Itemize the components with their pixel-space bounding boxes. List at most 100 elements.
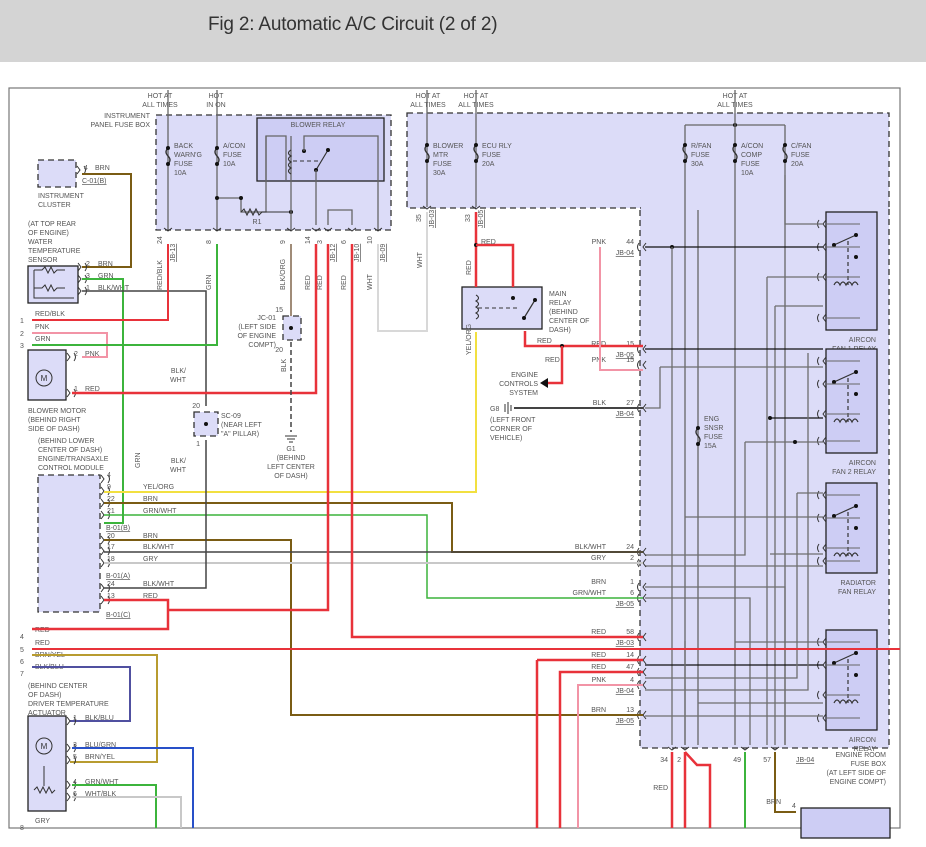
eng-snsr-fuse-dot <box>696 426 700 430</box>
actuator-pin <box>66 755 76 765</box>
water-temp-sensor-label: WATER <box>28 239 53 246</box>
hot-at-all-times-label: ALL TIMES <box>410 102 446 109</box>
wire-color-label: GRN/WHT <box>573 590 607 597</box>
wire-blkwht-sensor <box>82 290 207 406</box>
water-temp-sensor-box <box>27 265 79 304</box>
pin-number: 8 <box>206 240 213 244</box>
connector-id: JB-12 <box>330 244 337 262</box>
junction-dot <box>832 380 836 384</box>
wire-wht <box>377 212 428 332</box>
pin-number: 35 <box>416 214 423 222</box>
relay-pin <box>817 409 827 419</box>
actuator-motor-label: M <box>41 742 48 751</box>
hot-at-all-times-label: HOT AT <box>148 93 173 100</box>
pin-number: 24 <box>157 236 164 244</box>
line-598 <box>645 597 751 745</box>
pin-number: 4 <box>73 779 77 786</box>
ecm-label: (BEHIND LOWER <box>38 438 94 445</box>
relay-pin <box>817 556 827 566</box>
blower-motor-box <box>27 349 67 401</box>
jc01-label: OF ENGINE <box>237 333 276 340</box>
pin-number: 33 <box>465 214 472 222</box>
connector-id: JB-05 <box>616 601 634 608</box>
hot-at-all-times-label: ALL TIMES <box>142 102 178 109</box>
aircon_fan1-label: AIRCON <box>849 337 876 344</box>
cfan-to-relay <box>784 175 823 225</box>
pin-number: 3 <box>86 273 90 280</box>
blower-relay-label: BLOWER RELAY <box>291 122 346 129</box>
engine-room-fuse-box-label: ENGINE ROOM <box>835 752 886 759</box>
relay-pin <box>817 313 827 323</box>
connector-pin <box>471 205 481 210</box>
jc01-label: COMPT) <box>248 342 276 349</box>
pin-number: 1 <box>196 441 200 448</box>
ecu-rly-fuse-dot <box>474 143 478 147</box>
wire-color-label: BRN <box>766 799 781 806</box>
eng-snsr-fuse-label: ENG <box>704 416 719 423</box>
aircon_fan1-coil <box>833 281 859 287</box>
relay-pin <box>817 436 827 446</box>
wire-color-label: RED <box>35 640 50 647</box>
junction-dot <box>832 514 836 518</box>
main-relay-switch <box>523 299 536 319</box>
resistor-r1 <box>240 207 292 217</box>
aircon_relay-switch <box>833 652 857 664</box>
eng-snsr-fuse <box>695 427 701 445</box>
junction-dot <box>239 196 243 200</box>
pin-number: 3 <box>317 240 324 244</box>
engine-controls-label: CONTROLS <box>499 381 538 388</box>
wire-yelorg-9 <box>104 332 477 493</box>
acon-fuse <box>214 147 220 165</box>
wire-color-label: GRN <box>206 274 213 290</box>
junction-dot <box>533 298 537 302</box>
actuator-pin <box>66 716 76 726</box>
junction-dot <box>854 673 858 677</box>
engine-room-fuse-box-label: FUSE BOX <box>851 761 887 768</box>
g8-label: (LEFT FRONT <box>490 417 536 424</box>
wire-red-blower <box>72 244 318 395</box>
aircon-relay-relay-box <box>825 629 878 731</box>
figure-header: Fig 2: Automatic A/C Circuit (2 of 2) <box>0 0 926 62</box>
wire-color-label: BRN <box>95 165 110 172</box>
blower-mtr-fuse-label: FUSE <box>433 161 452 168</box>
connector-id: JB-05 <box>478 210 485 228</box>
cfan_fuse <box>782 144 788 162</box>
ecm-box <box>37 474 101 613</box>
ecu-rly-fuse-label: ECU RLY <box>482 143 512 150</box>
actuator-motor-icon <box>35 737 53 755</box>
wire-brn-cluster <box>82 173 132 268</box>
relay-pin <box>817 513 827 523</box>
pin-number: 34 <box>660 757 668 764</box>
wire-grn-3 <box>32 244 218 346</box>
engine-box-pin <box>637 242 647 252</box>
wire-color-label: BLK/WHT <box>575 544 607 551</box>
pin-number: 47 <box>626 664 634 671</box>
wire-color-label: WHT/BLK <box>85 791 116 798</box>
pin-number: 49 <box>733 757 741 764</box>
wire-color-label: BLK/ <box>171 368 186 375</box>
wire-color-label: BRN <box>143 533 158 540</box>
driver-temp-actuator-box <box>27 715 67 812</box>
wire-color-label: RED <box>305 275 312 290</box>
pin-number: 21 <box>107 508 115 515</box>
pin-number: 27 <box>626 400 634 407</box>
junction-dot <box>832 243 836 247</box>
connector-id: JB-04 <box>616 688 634 695</box>
driver-temp-actuator-label: (BEHIND CENTER <box>28 683 88 690</box>
wire-color-label: GRN <box>98 273 114 280</box>
aircon_fan2-coil <box>833 418 859 424</box>
pin-number: 13 <box>107 593 115 600</box>
connector-id: JB-13 <box>170 244 177 262</box>
junction-dot <box>854 651 858 655</box>
junction-dot <box>854 370 858 374</box>
cfan_fuse-label: 20A <box>791 161 804 168</box>
ip-fuse-box-label: INSTRUMENT <box>104 113 151 120</box>
relay-pin <box>817 490 827 500</box>
connector-id: JB-10 <box>354 244 361 262</box>
wire-color-label: GRY <box>143 556 158 563</box>
connector-id: JB-04 <box>616 411 634 418</box>
ecm-pin <box>100 546 110 556</box>
left-wire-number: 7 <box>20 671 24 678</box>
blower-mtr-fuse-dot <box>425 159 429 163</box>
acon-fuse-label: FUSE <box>223 152 242 159</box>
